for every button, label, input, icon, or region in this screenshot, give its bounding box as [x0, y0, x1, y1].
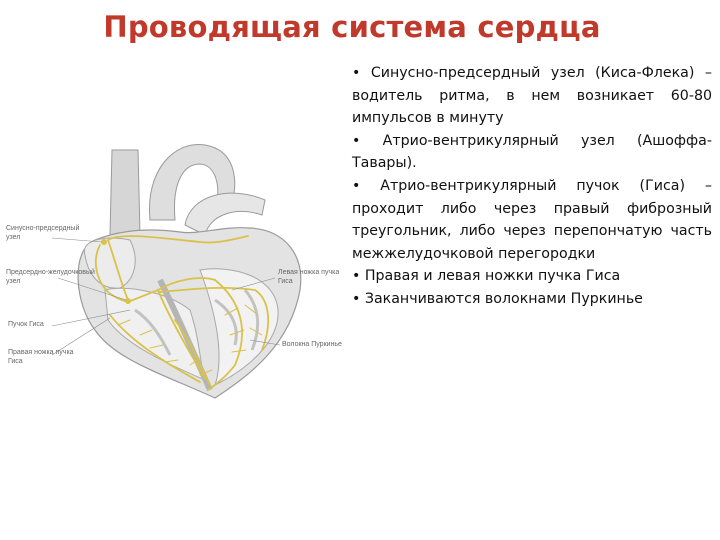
leader-lines [51, 237, 281, 356]
heart-conduction-figure: Синусно-предсердный узел Предсердно-желу… [0, 140, 350, 400]
bullet-av-node: • Атрио-вентрикулярный узел (Ашоффа-Тава… [352, 132, 712, 172]
purkinje-fibers [117, 304, 263, 376]
label-his-bundle: Пучок Гиса [8, 321, 44, 328]
conduction-pathways [94, 235, 270, 391]
right-ventricle-cavity [104, 287, 206, 381]
left-ventricle-wall [199, 268, 279, 386]
sa-node-marker [101, 239, 107, 245]
bullet-his-bundle: • Атрио-вентрикулярный пучок (Гиса) – пр… [352, 177, 712, 262]
label-left-bundle-branch: Левая ножка пучка Гиса [278, 269, 340, 285]
pulmonary-trunk [184, 192, 266, 236]
label-purkinje-fibers: Волокна Пуркинье [282, 341, 342, 348]
label-sa-node: Синусно-предсердный узел [6, 225, 80, 241]
label-av-node: Предсердно-желудочковый узел [6, 269, 95, 285]
superior-vena-cava [109, 149, 141, 236]
bullet-sa-node: • Синусно-предсердный узел (Киса-Флека) … [352, 65, 712, 127]
av-node-marker [125, 298, 131, 304]
label-right-bundle-branch: Правая ножка пучка Гиса [8, 349, 74, 365]
ventricle-muscle-detail [134, 289, 260, 356]
bullet-purkinje-fibers: • Заканчиваются волокнами Пуркинье [352, 290, 643, 307]
bullet-list: • Синусно-предсердный узел (Киса-Флека) … [352, 62, 712, 311]
bullet-bundle-branches: • Правая и левая ножки пучка Гиса [352, 268, 621, 285]
heart-illustration [51, 143, 302, 399]
slide-title: Проводящая система сердца [103, 10, 601, 44]
